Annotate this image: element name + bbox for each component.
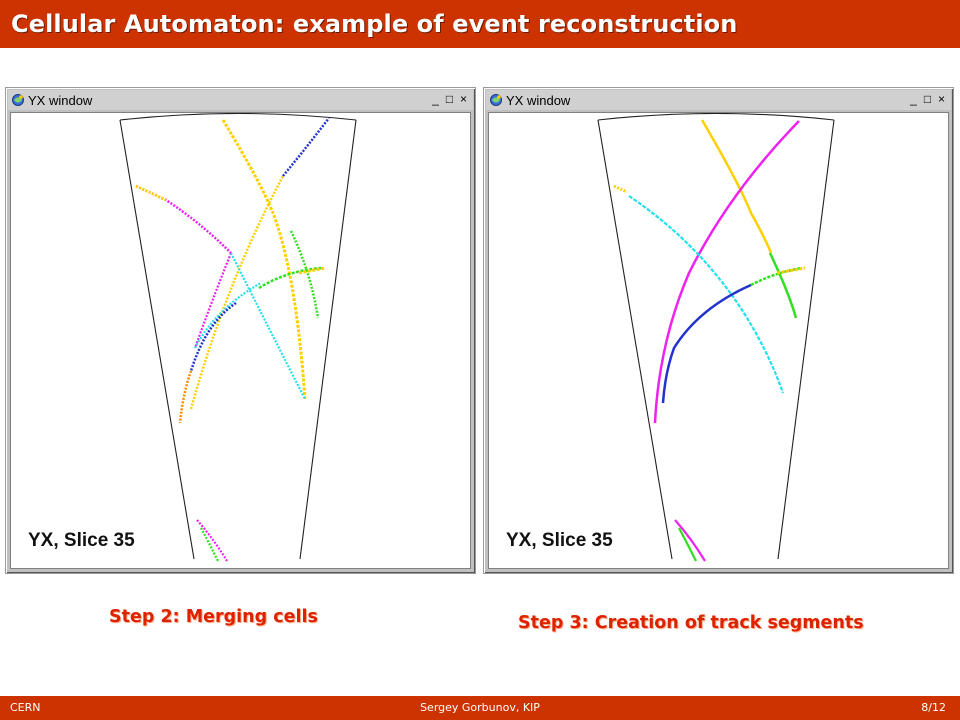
detector-sector <box>597 113 835 560</box>
track-yellow-left <box>135 184 167 202</box>
window-title: YX window <box>28 93 93 108</box>
window-app-icon <box>490 94 502 106</box>
track-yellow <box>700 119 773 254</box>
footer-page-number: 8/12 <box>921 701 946 714</box>
track-orange <box>178 370 193 424</box>
track-magenta <box>135 184 232 254</box>
slice-label: YX, Slice 35 <box>28 530 135 551</box>
track-magenta-bottom <box>674 519 706 562</box>
track-blue-arc <box>661 283 752 404</box>
track-green-1 <box>768 252 798 319</box>
window-title: YX window <box>506 93 571 108</box>
detector-sector <box>119 113 357 560</box>
track-magenta-2 <box>193 252 233 349</box>
track-yellow-left <box>613 184 628 194</box>
track-yellow-horiz <box>776 266 806 275</box>
footer-author: Sergey Gorbunov, KIP <box>420 701 540 714</box>
slice-label: YX, Slice 35 <box>506 530 613 551</box>
caption-step-2: Step 2: Merging cells <box>109 607 318 627</box>
track-magenta-bottom <box>196 519 228 562</box>
slide-title-bar: Cellular Automaton: example of event rec… <box>0 0 960 48</box>
maximize-button[interactable]: □ <box>923 92 932 106</box>
close-button[interactable]: × <box>937 92 945 106</box>
maximize-button[interactable]: □ <box>445 92 454 106</box>
track-green-1 <box>289 230 320 319</box>
track-blue-arc <box>189 301 237 372</box>
minimize-button[interactable]: _ <box>910 92 917 106</box>
track-blue-top <box>282 117 330 177</box>
close-button[interactable]: × <box>459 92 467 106</box>
window-titlebar[interactable]: YX window _ □ × <box>8 90 473 110</box>
track-yellow-2 <box>189 175 285 410</box>
yx-plot-area[interactable]: YX, Slice 35 <box>488 112 949 569</box>
track-yellow <box>221 119 307 400</box>
event-display <box>119 113 357 562</box>
caption-step-3: Step 3: Creation of track segments <box>518 613 864 633</box>
yx-window-left[interactable]: YX window _ □ × <box>5 87 476 574</box>
track-cyan <box>230 252 306 400</box>
track-green-2 <box>750 266 802 287</box>
event-display <box>597 113 835 562</box>
window-titlebar[interactable]: YX window _ □ × <box>486 90 951 110</box>
slide-title: Cellular Automaton: example of event rec… <box>11 10 738 38</box>
track-magenta <box>653 120 800 424</box>
minimize-button[interactable]: _ <box>432 92 439 106</box>
slide-footer: CERN Sergey Gorbunov, KIP 8/12 <box>0 696 960 720</box>
yx-plot-area[interactable]: YX, Slice 35 <box>10 112 471 569</box>
track-green-bottom <box>678 527 697 562</box>
track-green-bottom <box>200 527 219 562</box>
track-cyan-2 <box>194 282 262 349</box>
window-app-icon <box>12 94 24 106</box>
track-cyan <box>628 195 785 394</box>
footer-organization: CERN <box>10 701 41 714</box>
yx-window-right[interactable]: YX window _ □ × <box>483 87 954 574</box>
